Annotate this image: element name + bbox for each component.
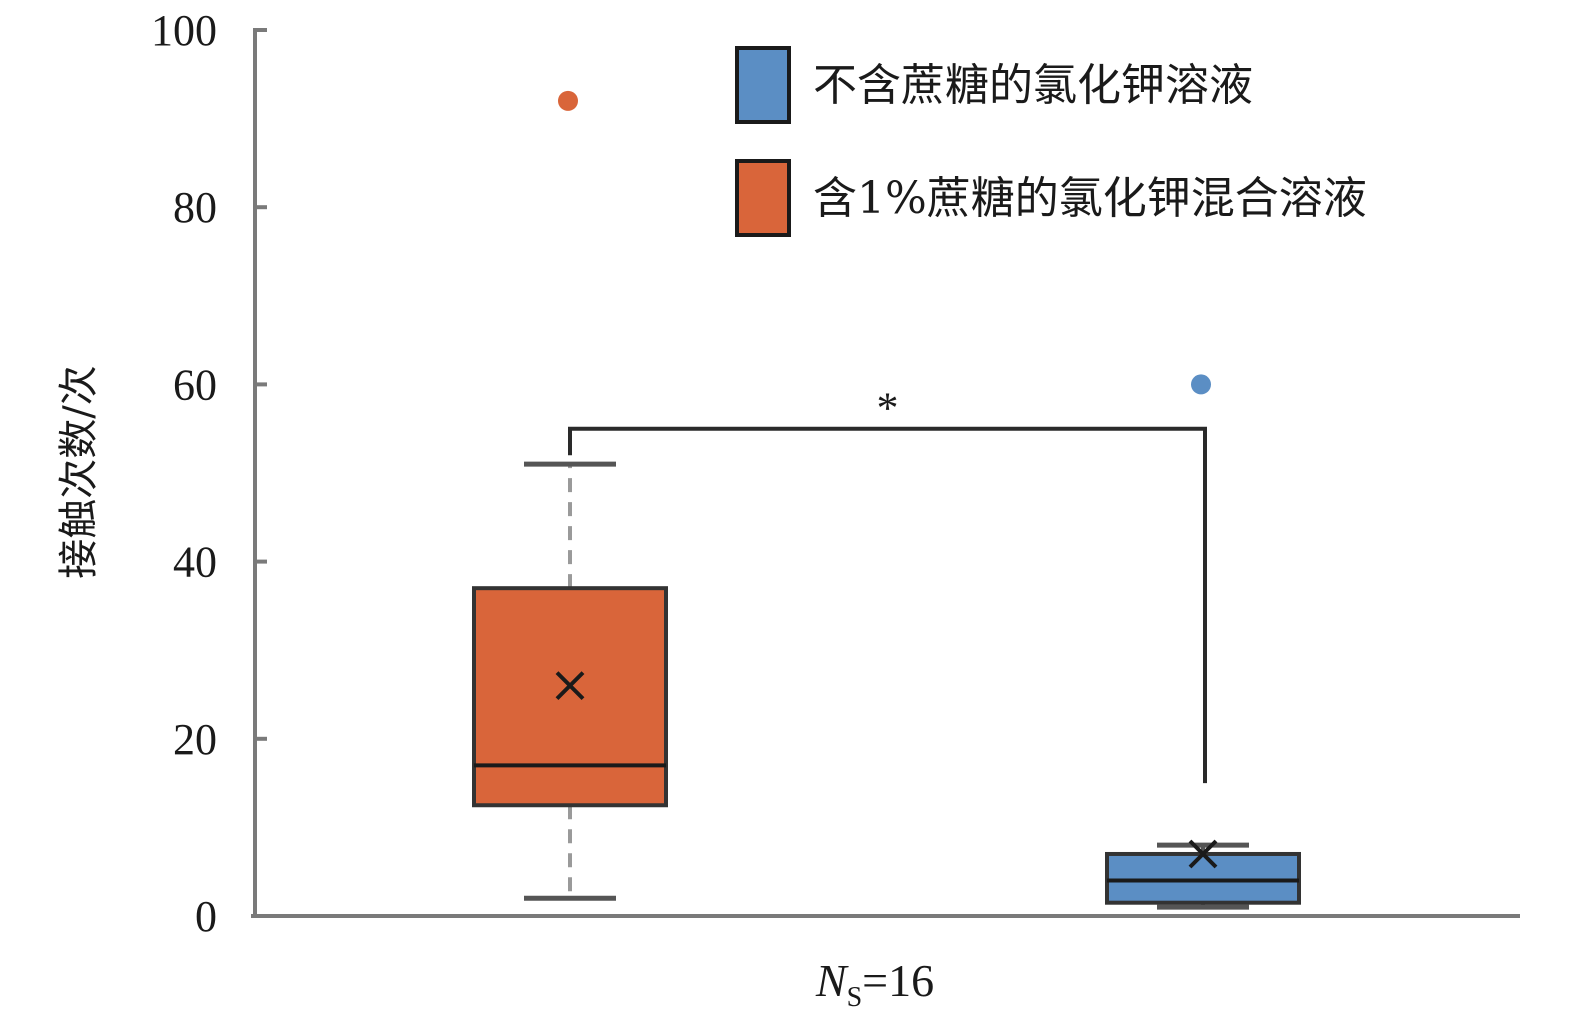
- legend-swatch: [735, 159, 791, 237]
- box-body: [472, 586, 668, 808]
- y-tick-label: 80: [173, 183, 217, 232]
- legend-label: 含1%蔗糖的氯化钾混合溶液: [813, 173, 1367, 224]
- legend-label: 不含蔗糖的氯化钾溶液: [813, 60, 1253, 111]
- box-body: [1105, 851, 1301, 905]
- y-tick-label: 0: [195, 892, 217, 941]
- boxes: [472, 90, 1301, 910]
- y-ticks: 0 20 40 60 80 100: [151, 6, 267, 941]
- legend-swatch: [735, 46, 791, 124]
- y-tick-label: 20: [173, 715, 217, 764]
- y-tick-label: 40: [173, 538, 217, 587]
- mean-marker: [555, 671, 585, 701]
- x-axis-label-rest: =16: [862, 955, 934, 1006]
- y-axis-label: 接触次数/次: [56, 365, 102, 578]
- box-group: [472, 90, 668, 901]
- outlier-point: [1191, 374, 1211, 395]
- significance-marker: *: [877, 384, 899, 433]
- x-axis-label-subscript: S: [847, 982, 863, 1013]
- y-tick-label: 100: [151, 6, 217, 55]
- y-tick-label: 60: [173, 360, 217, 409]
- axes: [251, 30, 1520, 918]
- x-axis-label-main: N: [815, 955, 849, 1006]
- box-group: [1105, 374, 1301, 910]
- significance-bracket: *: [568, 384, 1207, 784]
- x-axis-label: NS=16: [815, 955, 934, 1013]
- significance-bracket-line: [568, 426, 1207, 784]
- mean-marker: [1188, 839, 1218, 869]
- outlier-point: [558, 90, 578, 111]
